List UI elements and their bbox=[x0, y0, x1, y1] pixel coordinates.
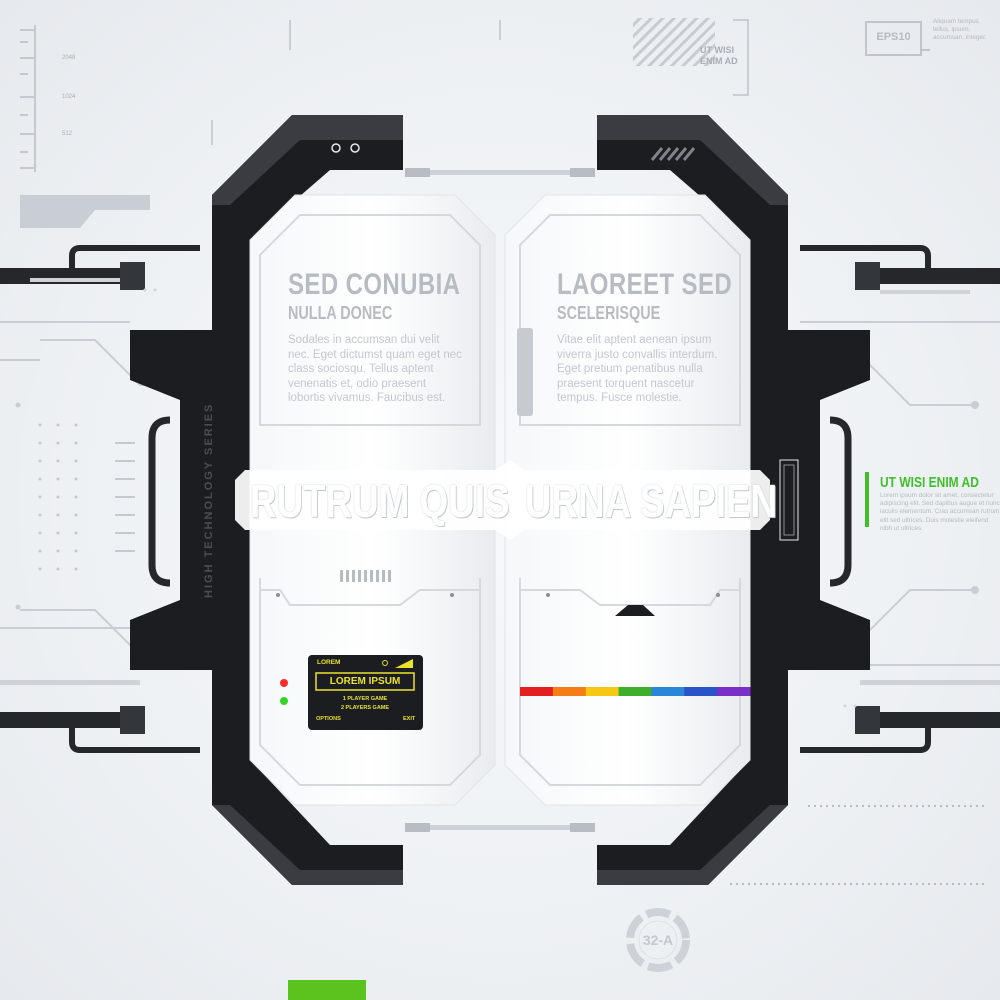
lcd-header-label: LOREM bbox=[317, 659, 341, 666]
green-accent-bar bbox=[865, 472, 869, 527]
spectrum-segment bbox=[520, 687, 554, 696]
top-label-line2: ENIM AD bbox=[700, 56, 738, 66]
lcd-selected-item[interactable]: LOREM IPSUM bbox=[329, 676, 401, 687]
circuit-dots-left bbox=[15, 402, 21, 610]
cables-right bbox=[800, 245, 1000, 753]
spectrum-segment bbox=[618, 687, 652, 696]
right-panel-title: LAOREET SED bbox=[557, 268, 733, 301]
banner-right-text: URNA SAPIEN bbox=[525, 475, 778, 527]
vent-icon bbox=[650, 147, 696, 161]
lcd-options-label[interactable]: OPTIONS bbox=[316, 716, 341, 722]
dot-grid bbox=[38, 423, 78, 571]
notch-icon bbox=[615, 605, 655, 616]
right-panel-lower-outline bbox=[519, 578, 741, 786]
panel-rivets bbox=[276, 593, 720, 597]
side-slot bbox=[517, 328, 533, 416]
left-panel-subtitle: NULLA DONEC bbox=[288, 303, 393, 323]
spectrum-segment bbox=[651, 687, 685, 696]
ruler-label-512: 512 bbox=[62, 131, 73, 137]
left-panel-inner bbox=[259, 214, 481, 426]
left-frame-highlight bbox=[212, 115, 403, 205]
side-note-title: UT WISI ENIM AD bbox=[880, 474, 979, 491]
knob-1-icon bbox=[331, 143, 341, 153]
lcd-menu-item-1[interactable]: 1 PLAYER GAME bbox=[342, 696, 388, 702]
spectrum-segment bbox=[585, 687, 620, 696]
spectrum-segment bbox=[717, 687, 751, 696]
spectrum-bar bbox=[520, 687, 751, 696]
right-panel-subtitle: SCELERISQUE bbox=[557, 303, 661, 323]
grille-icon bbox=[340, 570, 391, 582]
spectrum-segment bbox=[684, 687, 718, 696]
right-panel-body: Vitae elit aptent aenean ipsum viverra j… bbox=[557, 334, 718, 405]
top-label-line1: UT WISI bbox=[700, 45, 734, 55]
cables-left bbox=[0, 245, 200, 753]
cable-plugs bbox=[120, 262, 880, 734]
hatch-box bbox=[633, 18, 715, 66]
left-frame bbox=[130, 115, 403, 885]
eps-badge bbox=[865, 21, 922, 56]
banner-left-text: RUTRUM QUIS bbox=[250, 475, 510, 527]
dial-label: 32-A bbox=[642, 932, 674, 948]
ruler-label-2048: 2048 bbox=[62, 55, 76, 61]
led-green-icon bbox=[280, 697, 288, 705]
left-panel-step bbox=[260, 589, 480, 606]
lcd-selected-frame bbox=[315, 672, 415, 691]
led-red-icon bbox=[280, 679, 288, 687]
right-panel-inner bbox=[519, 214, 741, 426]
side-tag-inner bbox=[783, 464, 795, 536]
banner-plate bbox=[235, 460, 770, 540]
green-bottom-bar bbox=[288, 980, 366, 1000]
right-panel-step bbox=[520, 589, 740, 606]
spectrum-segment bbox=[552, 687, 587, 696]
ruler-label-1024: 1024 bbox=[62, 94, 76, 100]
right-frame bbox=[597, 115, 870, 885]
right-frame-base bbox=[597, 805, 788, 885]
lcd-circle-icon bbox=[382, 660, 388, 666]
top-deco-lines bbox=[211, 20, 501, 145]
knob-2-icon bbox=[350, 143, 360, 153]
dotted-lines bbox=[730, 805, 985, 885]
vertical-series-label: HIGH TECHNOLOGY SERIES bbox=[203, 402, 215, 598]
side-tag bbox=[779, 459, 799, 541]
bracket-deco bbox=[733, 19, 749, 96]
eps-badge-label: EPS10 bbox=[876, 31, 911, 43]
dial-icon bbox=[626, 908, 690, 972]
lcd-menu-item-2[interactable]: 2 PLAYERS GAME bbox=[340, 705, 390, 711]
dash-stack bbox=[115, 442, 135, 552]
lcd-exit-label[interactable]: EXIT bbox=[403, 716, 416, 722]
left-panel-lower-outline bbox=[259, 578, 481, 786]
side-note-body: Lorem ipsum dolor sit amet, consectetur … bbox=[880, 492, 1000, 532]
top-corner-text: Aliquam tempus tellus, ipsum, accumsan, … bbox=[933, 18, 987, 42]
ruler bbox=[20, 25, 36, 172]
left-panel-title: SED CONUBIA bbox=[288, 268, 461, 301]
left-panel-body: Sodales in accumsan dui velit nec. Eget … bbox=[288, 334, 462, 405]
plug-dots bbox=[143, 288, 857, 708]
connector-bars bbox=[405, 168, 595, 832]
left-frame-base bbox=[212, 805, 403, 885]
right-frame-highlight bbox=[597, 115, 788, 205]
lcd-signal-icon bbox=[395, 659, 413, 668]
gray-tab bbox=[20, 195, 150, 228]
